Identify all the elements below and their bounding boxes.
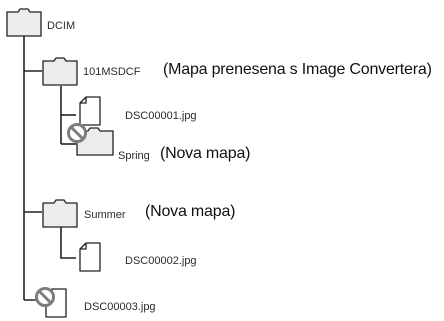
folder-label-101msdcf: 101MSDCF (83, 66, 141, 78)
file-label-dsc00001: DSC00001.jpg (125, 110, 197, 122)
folder-101msdcf-note: (Mapa prenesena s Image Convertera) (163, 61, 432, 78)
folder-icon (6, 8, 42, 37)
folder-icon (42, 57, 78, 86)
folder-label-summer: Summer (84, 209, 126, 221)
branch-dsc00002-line (60, 226, 76, 259)
file-label-dsc00003: DSC00003.jpg (84, 301, 156, 313)
no-entry-icon (67, 123, 87, 143)
folder-spring-note: (Nova mapa) (160, 145, 251, 162)
file-label-dsc00002: DSC00002.jpg (125, 255, 197, 267)
folder-icon (42, 199, 78, 228)
file-icon (79, 242, 101, 272)
folder-label-spring: Spring (118, 150, 150, 162)
no-entry-icon (35, 287, 55, 307)
folder-summer-note: (Nova mapa) (145, 203, 236, 220)
folder-label-dcim: DCIM (47, 20, 76, 32)
file-icon (79, 96, 101, 126)
